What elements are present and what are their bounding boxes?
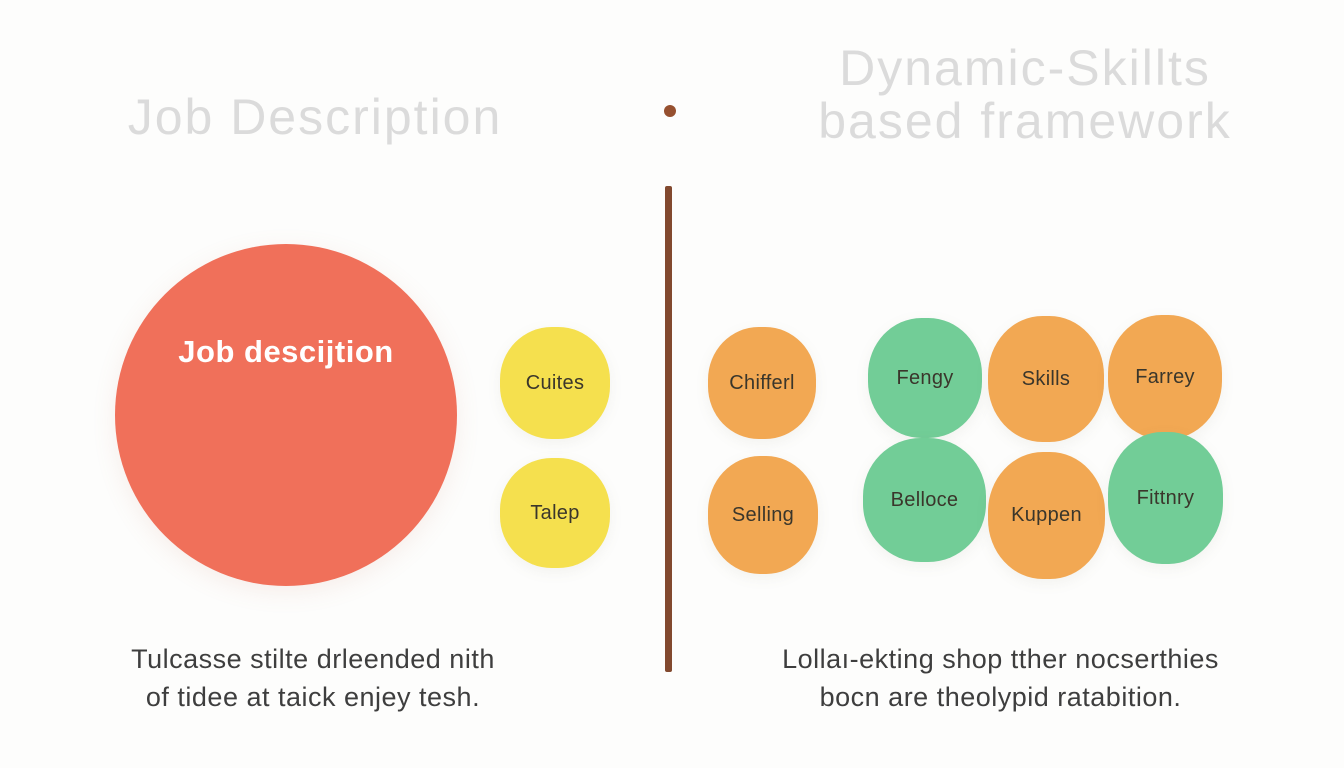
bubble-fittnry: Fittnry: [1108, 432, 1223, 564]
left-section-title: Job Description: [127, 89, 503, 145]
right-caption-line1: Lollaı-ekting shop tther nocserthies: [782, 644, 1219, 674]
right-section-title: Dynamic-Skillts based framework: [795, 42, 1255, 148]
bubble-belloce: Belloce: [863, 438, 986, 562]
divider-line: [665, 186, 672, 672]
bubble-farrey-label: Farrey: [1135, 365, 1195, 388]
bubble-cuites-label: Cuites: [525, 371, 585, 394]
bubble-fittnry-label: Fittnry: [1136, 486, 1195, 509]
bubble-chifferl: Chifferl: [708, 327, 816, 439]
bubble-skills-label: Skills: [1021, 367, 1071, 390]
right-caption-line2: bocn are theolypid ratabition.: [819, 682, 1182, 712]
job-description-circle-label: Job descijtion: [178, 334, 394, 369]
right-caption: Lollaı-ekting shop tther nocserthies boc…: [748, 640, 1253, 716]
bubble-cuites: Cuites: [500, 327, 610, 439]
bubble-talep: Talep: [500, 458, 610, 568]
bubble-kuppen-label: Kuppen: [1011, 504, 1082, 526]
bubble-talep-label: Talep: [530, 501, 580, 524]
bubble-belloce-label: Belloce: [890, 488, 959, 511]
right-section-title-line1: Dynamic-Skillts: [839, 40, 1211, 96]
bubble-fengy: Fengy: [868, 318, 982, 438]
bubble-selling: Selling: [708, 456, 818, 574]
bubble-skills: Skills: [988, 316, 1104, 442]
left-caption: Tulcasse stilte drleended nith of tidee …: [58, 640, 568, 716]
bubble-kuppen: Kuppen: [988, 452, 1105, 579]
job-description-circle: Job descijtion: [115, 244, 457, 586]
bubble-chifferl-label: Chifferl: [729, 371, 795, 394]
divider-dot: [664, 105, 676, 117]
left-caption-line2: of tidee at taick enjey tesh.: [145, 682, 481, 712]
bubble-farrey: Farrey: [1108, 315, 1222, 439]
right-section-title-line2: based framework: [818, 93, 1232, 149]
bubble-selling-label: Selling: [731, 503, 795, 526]
left-caption-line1: Tulcasse stilte drleended nith: [131, 644, 495, 674]
bubble-fengy-label: Fengy: [896, 366, 954, 389]
